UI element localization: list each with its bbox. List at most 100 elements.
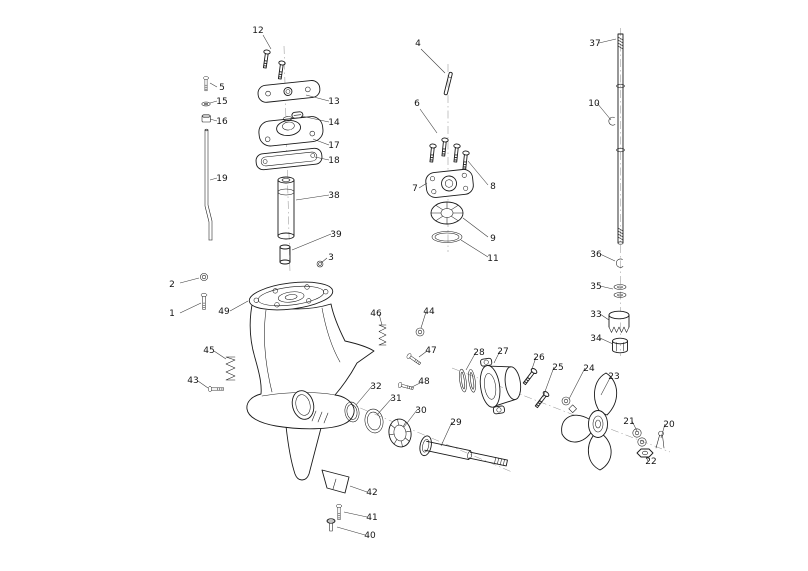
part-19-shift-rod	[204, 128, 213, 241]
part-label-18: 18	[328, 156, 340, 166]
part-49-top-flange	[248, 281, 334, 311]
part-49-skeg	[285, 425, 322, 481]
part-36-retaining-clip	[616, 258, 624, 268]
part-1-plunger	[200, 292, 208, 310]
part-label-46: 46	[370, 309, 382, 319]
part-label-22: 22	[645, 457, 656, 467]
leader-line-17	[312, 138, 330, 146]
part-label-25: 25	[552, 363, 563, 373]
part-8-bolt-d	[460, 150, 470, 170]
leader-line-37	[598, 38, 617, 44]
part-35-shim-washers	[613, 284, 627, 298]
part-label-29: 29	[450, 418, 462, 428]
part-41-bolt	[335, 503, 343, 521]
part-label-38: 38	[328, 191, 340, 201]
part-39-sleeve	[279, 244, 291, 265]
part-33-pinion-gear	[608, 310, 630, 333]
part-label-24: 24	[583, 364, 595, 374]
leader-line-25	[542, 366, 555, 398]
part-47-bolt	[405, 352, 423, 367]
leader-line-38	[295, 194, 330, 201]
part-label-8: 8	[490, 182, 496, 192]
leader-line-31	[376, 397, 393, 416]
part-label-39: 39	[330, 230, 342, 240]
part-29-prop-shaft	[419, 435, 508, 467]
strut-contour-right	[321, 307, 341, 363]
part-25-bolt	[533, 389, 551, 410]
part-48-bolt	[397, 381, 415, 392]
part-38-driveshaft-tube	[277, 176, 295, 240]
part-32-retaining-ring	[344, 401, 360, 423]
part-11-o-ring	[431, 231, 463, 243]
leader-line-28	[465, 351, 477, 371]
leader-line-23	[600, 375, 612, 396]
part-31-o-ring	[364, 408, 384, 434]
leader-line-2	[179, 277, 200, 284]
part-40-drain-screw	[326, 518, 336, 532]
leader-line-14	[300, 115, 330, 123]
leader-line-16	[209, 118, 218, 122]
leader-line-15	[209, 100, 218, 104]
leader-line-6	[419, 108, 438, 134]
part-23-propeller	[561, 372, 618, 471]
part-15-washer	[201, 101, 211, 107]
part-label-1: 1	[169, 309, 175, 319]
part-12-bolt-b	[276, 60, 286, 80]
leader-line-21	[631, 420, 638, 432]
leader-line-44	[420, 311, 427, 329]
part-20-cotter-pin	[655, 430, 665, 449]
leader-line-30	[403, 409, 418, 428]
part-37-driveshaft	[616, 33, 625, 245]
part-label-47: 47	[425, 346, 436, 356]
leader-line-7	[418, 182, 428, 189]
part-label-2: 2	[169, 280, 175, 290]
shift-rod-assembly	[200, 76, 213, 310]
bearing-bore-opening	[291, 390, 315, 420]
part-label-21: 21	[623, 417, 634, 427]
part-label-40: 40	[364, 531, 376, 541]
leader-line-45	[213, 350, 227, 360]
part-label-30: 30	[415, 406, 427, 416]
part-label-36: 36	[590, 250, 602, 260]
part-label-31: 31	[390, 394, 401, 404]
part-label-28: 28	[473, 348, 485, 358]
leader-line-34	[599, 337, 614, 345]
part-4-dowel-pin	[443, 71, 453, 96]
leader-line-39	[291, 233, 332, 251]
part-12-bolt-a	[261, 49, 271, 69]
part-label-45: 45	[203, 346, 214, 356]
leader-line-1	[179, 302, 202, 314]
part-label-23: 23	[608, 372, 619, 382]
part-label-41: 41	[366, 513, 377, 523]
part-label-6: 6	[414, 99, 420, 109]
part-34-pinion-nut	[612, 337, 628, 354]
part-43-bolt	[207, 385, 225, 393]
part-label-14: 14	[328, 118, 340, 128]
leader-line-49	[229, 300, 249, 312]
leader-line-4	[420, 48, 446, 74]
part-label-4: 4	[415, 39, 421, 49]
part-45-spring	[225, 356, 236, 381]
part-label-27: 27	[497, 347, 508, 357]
part-17-pump-housing	[258, 116, 324, 147]
leader-line-43	[197, 380, 209, 389]
leader-line-47	[418, 350, 428, 358]
part-3-bead	[316, 260, 324, 268]
leader-line-24	[568, 367, 586, 400]
leader-line-41	[343, 511, 368, 518]
part-label-20: 20	[663, 420, 675, 430]
leader-line-8	[467, 160, 489, 186]
leader-line-46	[378, 313, 383, 326]
part-14-key	[291, 111, 304, 119]
part-5-pin	[203, 76, 209, 92]
leader-line-20	[660, 423, 666, 439]
part-label-5: 5	[219, 83, 225, 93]
part-label-17: 17	[328, 141, 339, 151]
part-8-bolt-c	[451, 143, 461, 163]
part-label-19: 19	[216, 174, 228, 184]
part-label-7: 7	[412, 184, 418, 194]
part-24-thrust-washer	[561, 396, 577, 413]
leader-line-35	[599, 285, 614, 290]
